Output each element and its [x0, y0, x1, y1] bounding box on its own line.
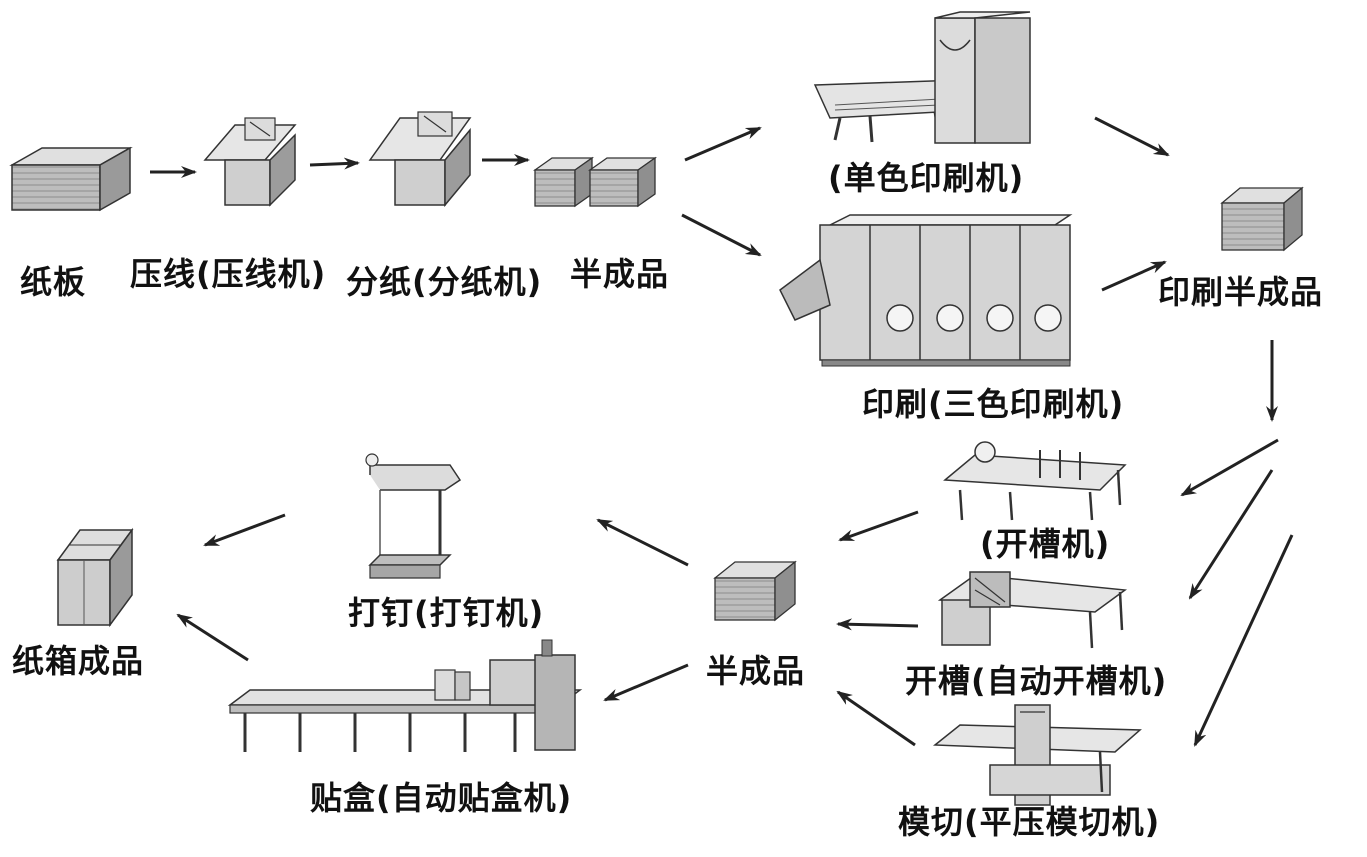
label-finished-box: 纸箱成品 — [12, 642, 145, 680]
arrow-creasing-to-slitting — [309, 157, 360, 170]
arrow-semi-to-stitcher — [596, 518, 689, 567]
arrow-to-auto-slotter — [1188, 469, 1274, 600]
semi-product-stacks-top — [532, 156, 658, 208]
arrow-auto-slotter-to-semi — [836, 618, 919, 631]
flow-arrows — [150, 116, 1294, 747]
arrow-stitcher-to-box — [203, 513, 286, 547]
printed-semi-stack — [1220, 186, 1304, 252]
label-auto-slotter: 开槽(自动开槽机) — [905, 662, 1168, 700]
arrow-three-press-to-printed — [1101, 260, 1167, 292]
slotter-illustration — [943, 441, 1127, 521]
arrow-to-slotter — [1180, 438, 1279, 497]
die-cutter-illustration — [932, 704, 1142, 806]
label-die-cut: 模切(平压模切机) — [898, 803, 1161, 841]
auto-slotter-illustration — [937, 571, 1128, 649]
finished-box-illustration — [56, 527, 134, 628]
paperboard-stack-illustration — [9, 146, 133, 212]
slitting-machine-illustration — [368, 111, 472, 208]
arrow-single-press-to-printed — [1094, 116, 1170, 157]
label-creasing: 压线(压线机) — [130, 255, 327, 293]
arrow-semi-to-three-press — [681, 213, 762, 257]
three-color-press-illustration — [779, 214, 1073, 367]
label-gluing: 贴盒(自动贴盒机) — [310, 779, 573, 817]
label-semi-bottom: 半成品 — [706, 652, 806, 690]
arrow-semi-to-single-press — [684, 126, 762, 162]
creasing-machine-illustration — [203, 117, 297, 207]
arrow-slotter-to-semi — [838, 510, 919, 542]
label-printed-semi: 印刷半成品 — [1158, 273, 1324, 311]
single-color-press-illustration — [813, 11, 1031, 144]
arrow-semi-to-gluer — [603, 663, 689, 702]
label-stitching: 打钉(打钉机) — [348, 594, 545, 632]
label-single-color-press: (单色印刷机) — [828, 159, 1025, 197]
arrow-die-cutter-to-semi — [836, 690, 916, 747]
label-slotter: (开槽机) — [980, 525, 1111, 563]
stitcher-illustration — [365, 453, 462, 579]
label-semi-top: 半成品 — [570, 255, 670, 293]
folder-gluer-illustration — [227, 639, 583, 752]
arrow-gluer-to-box — [176, 613, 249, 662]
semi-product-stack-bottom — [713, 560, 797, 622]
label-three-color-press: 印刷(三色印刷机) — [862, 385, 1125, 423]
arrow-to-die-cutter — [1193, 534, 1294, 747]
label-paperboard: 纸板 — [20, 263, 87, 301]
label-slitting: 分纸(分纸机) — [346, 263, 543, 301]
